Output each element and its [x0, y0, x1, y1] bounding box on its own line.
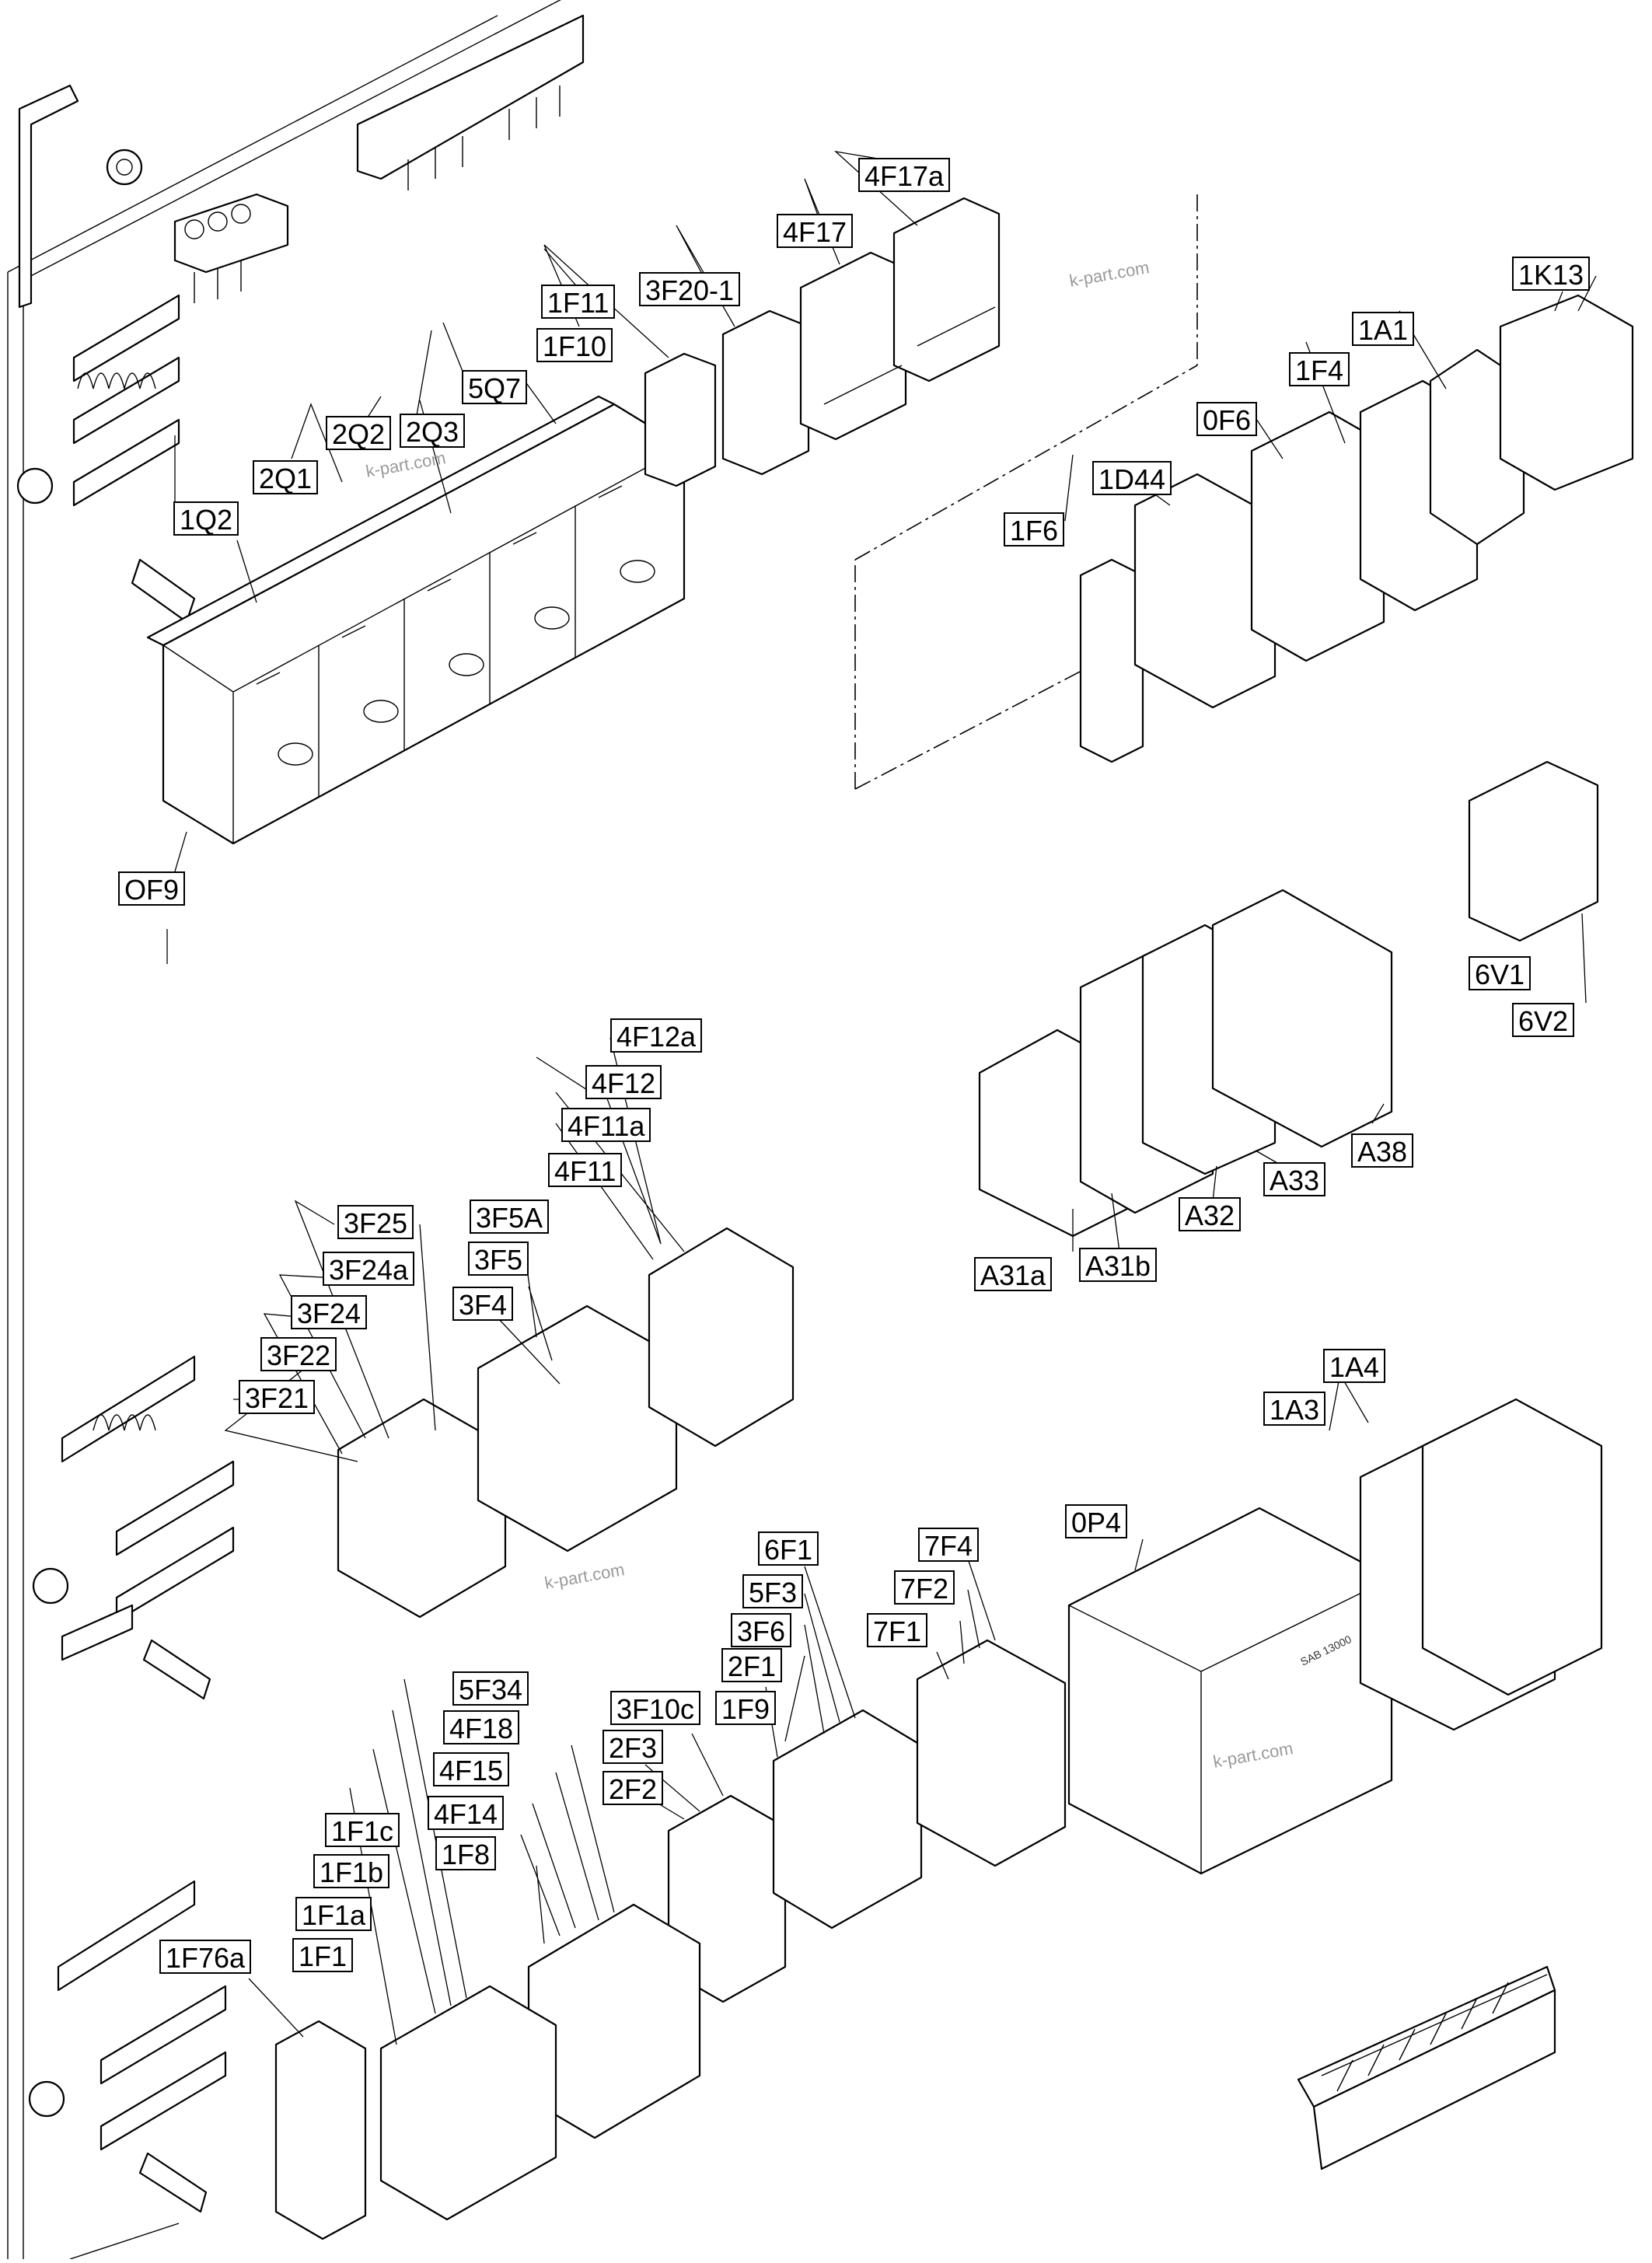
label-1Q2: 1Q2 — [173, 501, 239, 536]
label-A31b: A31b — [1079, 1248, 1158, 1282]
label-1F9: 1F9 — [715, 1691, 777, 1725]
label-3F21: 3F21 — [239, 1380, 316, 1414]
label-1F1: 1F1 — [292, 1938, 354, 1972]
label-2F2: 2F2 — [602, 1771, 664, 1805]
label-3F4: 3F4 — [452, 1287, 514, 1321]
label-2Q3: 2Q3 — [400, 414, 466, 448]
relay-modules-A — [978, 889, 1393, 1238]
label-A38: A38 — [1351, 1133, 1414, 1168]
label-1A1: 1A1 — [1352, 312, 1415, 346]
rail-bracket-middle — [32, 1355, 235, 1700]
relay-modules-upper-right — [1079, 294, 1634, 763]
label-3F6: 3F6 — [731, 1613, 792, 1647]
label-OF9: OF9 — [118, 871, 186, 906]
mcb-group-lower — [274, 1639, 1067, 2240]
rail-bracket-top — [16, 84, 196, 623]
label-5Q7: 5Q7 — [462, 370, 528, 404]
module-6v — [1468, 760, 1599, 942]
label-4F14: 4F14 — [428, 1796, 505, 1830]
label-1K13: 1K13 — [1512, 257, 1591, 291]
label-3F20-1: 3F20-1 — [639, 272, 741, 306]
label-7F1: 7F1 — [867, 1613, 928, 1647]
label-3F5: 3F5 — [468, 1242, 529, 1276]
label-6V1: 6V1 — [1469, 956, 1532, 990]
label-2Q1: 2Q1 — [253, 460, 319, 494]
label-0F6: 0F6 — [1196, 402, 1258, 436]
label-4F11a: 4F11a — [561, 1108, 651, 1142]
label-4F11: 4F11 — [548, 1153, 623, 1187]
label-2F3: 2F3 — [602, 1730, 664, 1764]
label-3F25: 3F25 — [337, 1205, 414, 1239]
label-4F12: 4F12 — [585, 1065, 662, 1099]
label-2F1: 2F1 — [721, 1648, 783, 1682]
terminal-block-top — [173, 193, 289, 303]
label-3F24a: 3F24a — [323, 1252, 415, 1286]
label-3F22: 3F22 — [260, 1337, 337, 1371]
label-3F5A: 3F5A — [470, 1200, 550, 1234]
label-1F11: 1F11 — [541, 285, 616, 319]
label-0P4: 0P4 — [1065, 1504, 1128, 1538]
busbar-top — [356, 14, 585, 190]
meter-and-modules — [1067, 1398, 1603, 1875]
label-1A4: 1A4 — [1323, 1349, 1386, 1383]
label-1D44: 1D44 — [1092, 461, 1172, 495]
label-A31a: A31a — [974, 1257, 1053, 1291]
label-1F1a: 1F1a — [295, 1897, 372, 1931]
label-7F2: 7F2 — [894, 1570, 955, 1605]
label-7F4: 7F4 — [918, 1528, 980, 1562]
label-5F3: 5F3 — [742, 1574, 804, 1608]
label-6V2: 6V2 — [1512, 1003, 1575, 1037]
label-1F10: 1F10 — [536, 328, 613, 362]
label-1F1b: 1F1b — [313, 1854, 390, 1888]
label-1F4: 1F4 — [1289, 352, 1350, 386]
cabinet-panel — [7, 0, 561, 2260]
label-4F15: 4F15 — [433, 1752, 510, 1786]
label-4F17: 4F17 — [777, 214, 854, 248]
label-1A3: 1A3 — [1263, 1392, 1326, 1426]
label-4F12a: 4F12a — [610, 1018, 703, 1053]
label-5F34: 5F34 — [452, 1671, 529, 1706]
label-4F18: 4F18 — [443, 1710, 520, 1744]
mcb-group-middle — [337, 1227, 795, 1619]
label-1F8: 1F8 — [435, 1836, 497, 1870]
rail-bracket-bottom — [28, 1880, 227, 2213]
label-A32: A32 — [1179, 1197, 1242, 1231]
label-1F6: 1F6 — [1004, 512, 1065, 547]
mcb-group-upper — [644, 197, 1001, 487]
main-breaker-row — [146, 395, 686, 845]
label-4F17a: 4F17a — [858, 158, 951, 192]
label-1F1c: 1F1c — [325, 1813, 400, 1847]
label-1F76a: 1F76a — [159, 1940, 252, 1974]
label-3F10c: 3F10c — [610, 1691, 701, 1725]
label-6F1: 6F1 — [758, 1531, 819, 1566]
label-A33: A33 — [1263, 1162, 1326, 1196]
label-3F24: 3F24 — [291, 1295, 368, 1329]
label-2Q2: 2Q2 — [326, 416, 392, 450]
cable-duct — [1297, 1965, 1556, 2170]
